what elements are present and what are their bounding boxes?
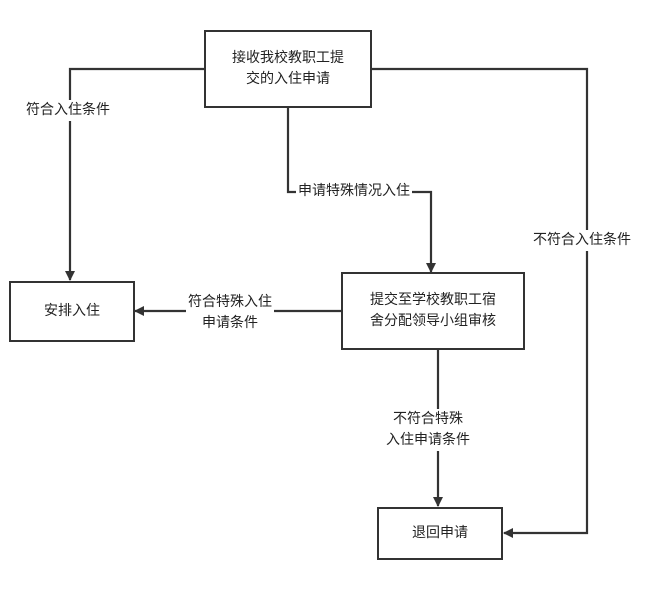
label-meets-special-conditions: 符合特殊入住 申请条件: [186, 292, 274, 334]
node-receive-application: 接收我校教职工提 交的入住申请: [204, 30, 372, 108]
edge-receive-to-reject: [371, 67, 589, 538]
node-submit-review: 提交至学校教职工宿 舍分配领导小组审核: [341, 272, 525, 350]
label-not-meets-special-conditions: 不符合特殊 入住申请条件: [384, 409, 472, 451]
label-meets-conditions: 符合入住条件: [24, 100, 112, 121]
node-arrange-move-in: 安排入住: [9, 281, 135, 342]
label-not-meets-conditions: 不符合入住条件: [531, 230, 633, 251]
edge-receive-to-arrange: [65, 67, 205, 281]
label-special-application: 申请特殊情况入住: [296, 181, 412, 202]
node-return-application: 退回申请: [377, 507, 503, 560]
